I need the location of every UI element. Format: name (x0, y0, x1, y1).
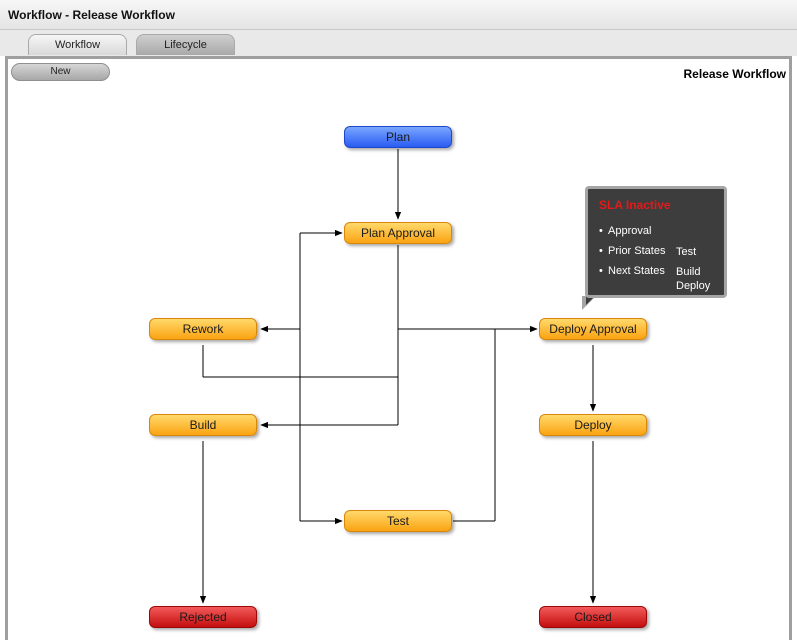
tab-lifecycle[interactable]: Lifecycle (136, 34, 235, 55)
bullet-icon: • (599, 265, 603, 277)
state-tooltip: SLA Inactive • Approval • Prior States T… (585, 186, 727, 298)
tooltip-pointer-inner (586, 296, 595, 305)
tooltip-title: SLA Inactive (599, 198, 671, 212)
bullet-icon: • (599, 225, 603, 237)
state-test[interactable]: Test (344, 510, 452, 532)
tooltip-label: Prior States (608, 245, 666, 257)
tab-workflow[interactable]: Workflow (28, 34, 127, 55)
window-title: Workflow - Release Workflow (8, 8, 175, 22)
window-titlebar: Workflow - Release Workflow (0, 0, 797, 30)
tooltip-label: Approval (608, 225, 652, 237)
tab-strip: Workflow Lifecycle (0, 30, 797, 56)
tooltip-value: Deploy (676, 280, 711, 292)
tooltip-value: Build (676, 266, 701, 278)
state-deploy-approval[interactable]: Deploy Approval (539, 318, 647, 340)
tooltip-value: Test (676, 246, 697, 258)
state-deploy[interactable]: Deploy (539, 414, 647, 436)
state-plan[interactable]: Plan (344, 126, 452, 148)
tooltip-label: Next States (608, 265, 665, 277)
state-plan-approval[interactable]: Plan Approval (344, 222, 452, 244)
state-build[interactable]: Build (149, 414, 257, 436)
workflow-name: Release Workflow (683, 67, 786, 81)
bullet-icon: • (599, 245, 603, 257)
state-closed[interactable]: Closed (539, 606, 647, 628)
new-button[interactable]: New (11, 63, 110, 81)
state-rework[interactable]: Rework (149, 318, 257, 340)
state-rejected[interactable]: Rejected (149, 606, 257, 628)
